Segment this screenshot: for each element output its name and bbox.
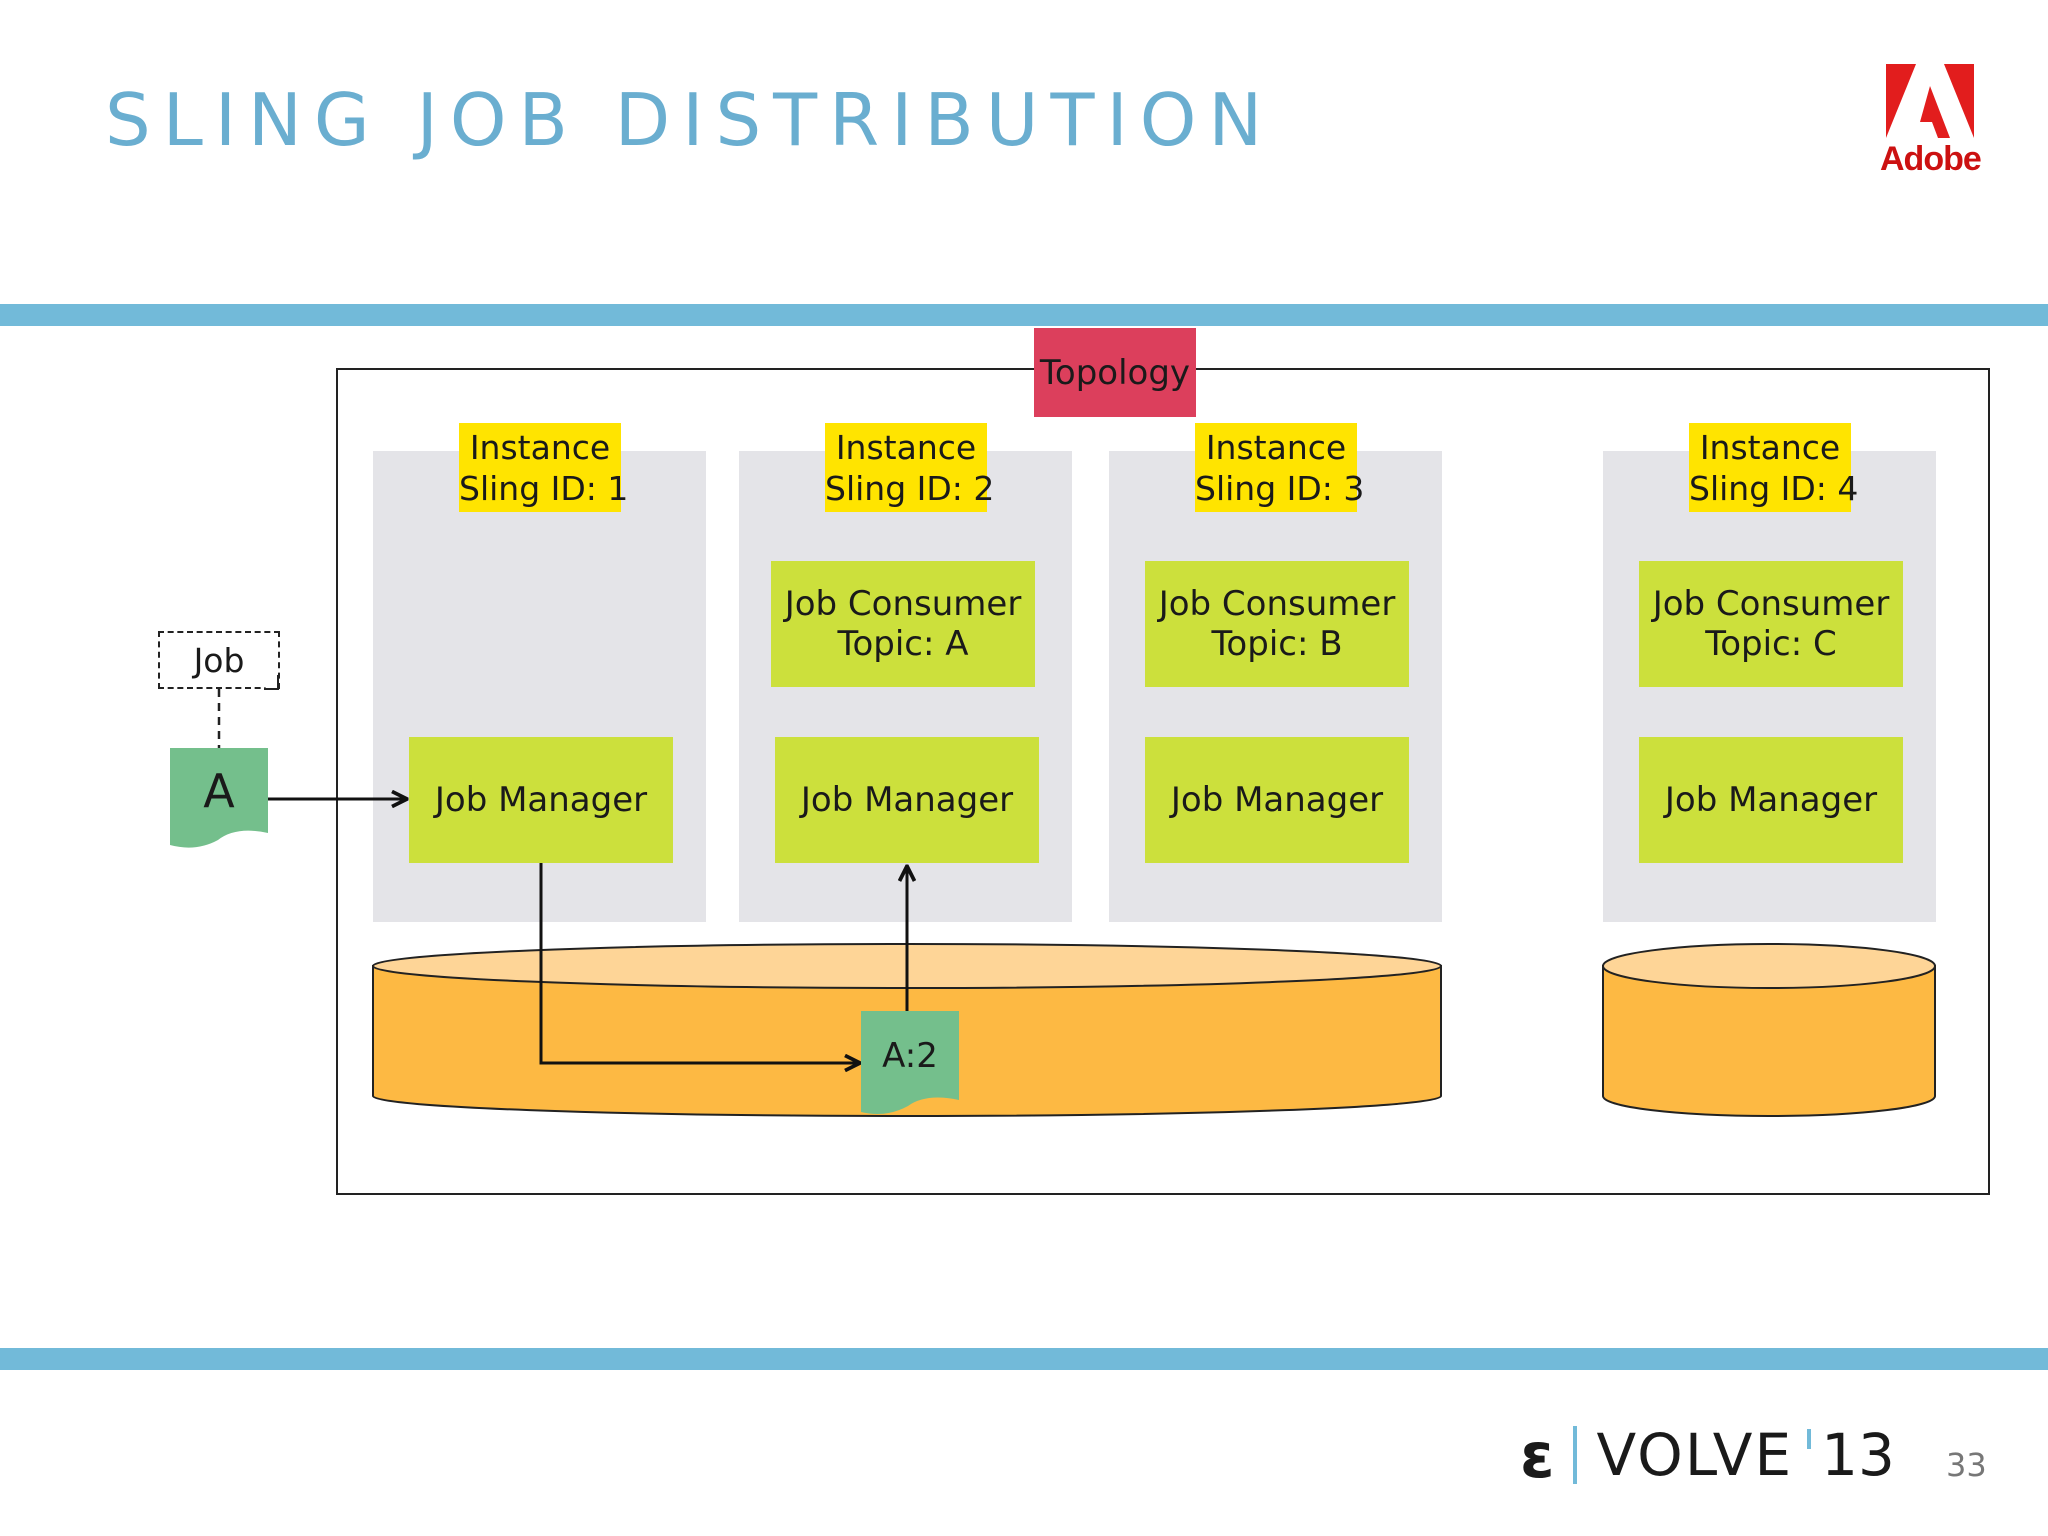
- job-consumer-topic-c: Job Consumer Topic: C: [1639, 561, 1903, 687]
- job-consumer-c-line1: Job Consumer: [1652, 584, 1890, 624]
- slide-title: SLING JOB DISTRIBUTION: [105, 78, 1275, 162]
- job-manager-instance-1: Job Manager: [409, 737, 673, 863]
- store-job-arrow: [539, 863, 860, 1063]
- top-accent-bar: [0, 304, 2048, 326]
- instance-2-label-line1: Instance: [835, 428, 977, 467]
- adobe-logo-icon: [1886, 64, 1974, 138]
- instance-3-label: Instance Sling ID: 3: [1195, 423, 1365, 512]
- job-label: Job: [158, 631, 280, 689]
- adobe-logo: Adobe: [1880, 60, 1982, 185]
- page-number: 33: [1946, 1446, 1987, 1484]
- instance-2-label-line2: Sling ID: 2: [825, 469, 995, 508]
- stored-job-document-shape: [861, 1011, 959, 1114]
- topology-label: Topology: [1034, 328, 1196, 417]
- evolve-divider: [1572, 1426, 1577, 1484]
- instance-1-label-line1: Instance: [469, 428, 611, 467]
- instance-4-label: Instance Sling ID: 4: [1689, 423, 1859, 512]
- instance-1-label-line2: Sling ID: 1: [459, 469, 629, 508]
- job-consumer-topic-b: Job Consumer Topic: B: [1145, 561, 1409, 687]
- job-consumer-b-line1: Job Consumer: [1158, 584, 1396, 624]
- job-consumer-a-line1: Job Consumer: [784, 584, 1022, 624]
- instance-2-label: Instance Sling ID: 2: [825, 423, 995, 512]
- bottom-accent-bar: [0, 1348, 2048, 1370]
- instance-3-label-line2: Sling ID: 3: [1195, 469, 1365, 508]
- evolve-apostrophe: [1807, 1429, 1812, 1449]
- instance-4-storage-cylinder: [1602, 943, 1936, 1117]
- job-document-a-shape: [170, 748, 268, 848]
- evolve-year: 13: [1821, 1421, 1895, 1489]
- job-document-a-label: A: [203, 764, 235, 818]
- job-manager-instance-3: Job Manager: [1145, 737, 1409, 863]
- instance-4-label-line2: Sling ID: 4: [1689, 469, 1859, 508]
- job-label-fold-icon: [264, 675, 279, 690]
- job-consumer-c-line2: Topic: C: [1705, 624, 1837, 664]
- job-manager-instance-2: Job Manager: [775, 737, 1039, 863]
- evolve-symbol: ɛ: [1520, 1418, 1555, 1492]
- instance-4-label-line1: Instance: [1699, 428, 1841, 467]
- stored-job-label: A:2: [882, 1036, 938, 1076]
- job-manager-instance-4: Job Manager: [1639, 737, 1903, 863]
- job-consumer-a-line2: Topic: A: [837, 624, 969, 664]
- adobe-logo-text: Adobe: [1880, 140, 1982, 178]
- instance-3-label-line1: Instance: [1205, 428, 1347, 467]
- evolve-13-logo: ɛ VOLVE 13: [1520, 1419, 1895, 1492]
- instance-1-label: Instance Sling ID: 1: [459, 423, 629, 512]
- evolve-word: VOLVE: [1596, 1421, 1794, 1489]
- job-consumer-b-line2: Topic: B: [1211, 624, 1343, 664]
- job-consumer-topic-a: Job Consumer Topic: A: [771, 561, 1035, 687]
